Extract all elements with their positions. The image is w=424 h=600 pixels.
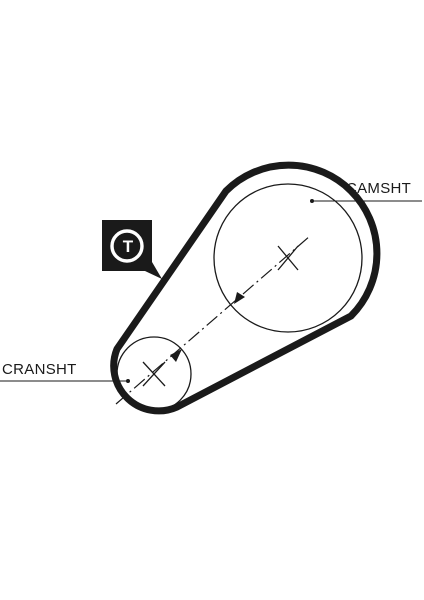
crankshaft-leader [0,379,130,383]
camshaft-label: CAMSHT [346,180,412,197]
camshaft-pulley [213,183,363,333]
crankshaft-pulley [116,336,192,412]
camshaft-center-mark [277,245,299,271]
crankshaft-label: CRANSHT [2,361,77,378]
arrow-head-icon [170,349,182,362]
crankshaft-center-mark [142,361,166,387]
tension-badge: T [101,219,161,279]
center-axis-line [115,235,311,405]
tension-speech-bubble-icon [102,220,162,279]
camshaft-leader [310,199,422,203]
arrow-head-icon [234,292,245,304]
tension-letter: T [122,237,134,256]
